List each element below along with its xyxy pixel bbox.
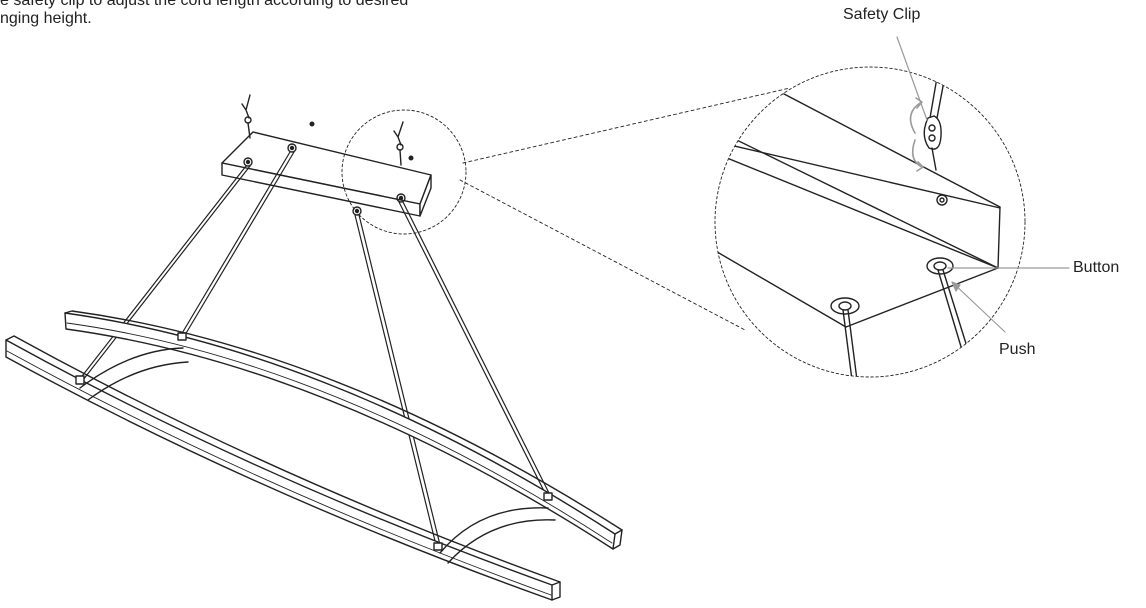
suspension-cables — [78, 151, 551, 546]
upper-light-bar — [64, 310, 623, 550]
push-label: Push — [999, 341, 1036, 358]
instruction-text: e safety clip to adjust the cord length … — [0, 0, 720, 28]
ceiling-hook-left — [241, 94, 252, 139]
detail-highlight-circle — [341, 109, 467, 235]
magnified-detail — [714, 66, 1026, 378]
ceiling-canopy — [221, 121, 432, 217]
callout-leaders — [896, 36, 1070, 333]
instruction-line-2: nging height. — [0, 10, 92, 27]
ceiling-hook-right — [393, 121, 404, 166]
lower-light-bar — [5, 335, 561, 601]
projection-lines — [459, 87, 791, 331]
safety-clip-label: Safety Clip — [843, 6, 921, 23]
button-label: Button — [1073, 259, 1120, 276]
instruction-line-1: e safety clip to adjust the cord length … — [0, 0, 409, 9]
bar-connectors — [75, 332, 556, 564]
